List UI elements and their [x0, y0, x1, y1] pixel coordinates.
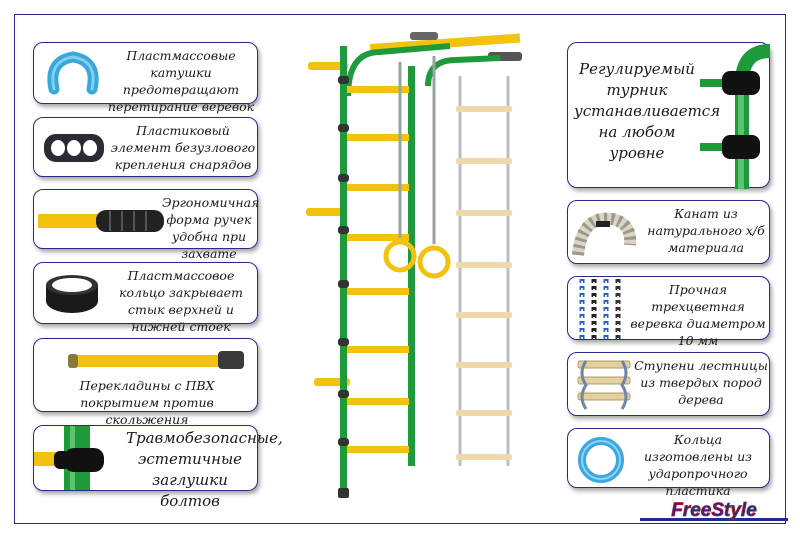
freestyle-logo: FreeStyle — [640, 496, 788, 526]
wooden-ladder-icon — [574, 357, 634, 413]
feature-card-rope: Канат из натурального х/б материала — [567, 200, 770, 264]
logo-text: FreeStyle — [671, 500, 757, 521]
feature-card-tricolor-cord: Прочная трехцветная веревка диаметром 10… — [567, 276, 770, 348]
feature-card-pvc-rungs: Перекладины с ПВХ покрытием против сколь… — [33, 338, 258, 427]
feature-text: Регулируемый турник устанавливается на л… — [574, 60, 721, 162]
rope-icon — [572, 205, 638, 261]
feature-card-knotless-mount: Пластиковый элемент безузлового креплени… — [33, 117, 258, 177]
feature-text: Пластиковый элемент безузлового креплени… — [110, 123, 256, 172]
feature-text: Ступени лестницы из твердых пород дерева — [634, 358, 768, 407]
handle-grip-icon — [38, 206, 168, 236]
feature-text: Канат из натурального х/б материала — [647, 206, 765, 255]
feature-text: Пластмассовые катушки предотвращают пере… — [107, 48, 255, 114]
black-ring-icon — [42, 271, 102, 317]
feature-card-ergonomic-handle: Эргономичная форма ручек удобна при захв… — [33, 189, 259, 261]
blue-ring-icon — [576, 435, 626, 485]
feature-text: Перекладины с ПВХ покрытием против сколь… — [79, 378, 215, 427]
pullup-bar-icon — [700, 43, 771, 189]
wall-bars-product-image — [300, 26, 530, 502]
three-hole-plate-icon — [42, 128, 106, 168]
feature-text: Пластмассовое кольцо закрывает стык верх… — [119, 268, 243, 334]
blue-clip-icon — [42, 49, 104, 99]
yellow-rung-icon — [68, 349, 248, 371]
feature-text: Эргономичная форма ручек удобна при захв… — [162, 195, 260, 261]
feature-card-pullup-bar: Регулируемый турник устанавливается на л… — [567, 42, 771, 189]
feature-text: Кольца изготовлены из ударопрочного плас… — [644, 432, 752, 498]
bolt-cap-icon — [34, 426, 124, 490]
feature-card-bolt-caps: Травмобезопасные, эстетичные заглушки бо… — [33, 425, 283, 510]
freestyle-logo-icon: FreeStyle — [640, 500, 788, 521]
feature-text: Прочная трехцветная веревка диаметром 10… — [630, 282, 766, 348]
feature-card-plastic-rings: Кольца изготовлены из ударопрочного плас… — [567, 428, 770, 498]
feature-card-wooden-steps: Ступени лестницы из твердых пород дерева — [567, 352, 770, 416]
feature-card-plastic-ring: Пластмассовое кольцо закрывает стык верх… — [33, 262, 258, 334]
feature-text: Травмобезопасные, эстетичные заглушки бо… — [126, 429, 283, 510]
tricolor-cord-icon — [574, 279, 624, 339]
feature-card-plastic-reels: Пластмассовые катушки предотвращают пере… — [33, 42, 258, 114]
page-frame — [14, 14, 786, 524]
